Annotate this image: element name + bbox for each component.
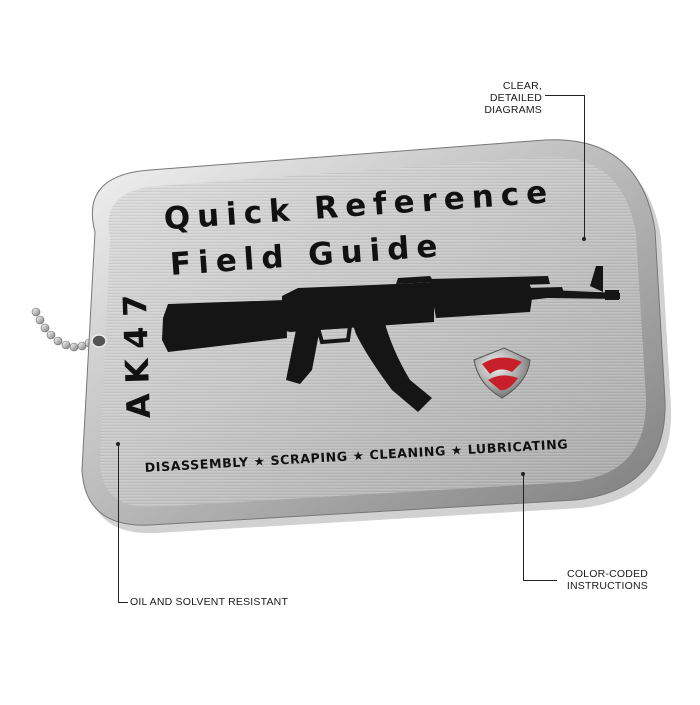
- callout-resistant-text: OIL AND SOLVENT RESISTANT: [130, 596, 289, 608]
- callout-resistant-leader-h: [118, 602, 128, 603]
- callout-resistant-dot: [116, 442, 120, 446]
- callout-color-coded-leader-h: [523, 580, 557, 581]
- callout-diagrams-leader-v: [584, 95, 585, 239]
- callout-color-coded-leader-v: [523, 474, 524, 580]
- callout-diagrams-dot: [582, 237, 586, 241]
- callout-diagrams: CLEAR, DETAILED DIAGRAMS: [452, 80, 542, 116]
- callout-resistant: OIL AND SOLVENT RESISTANT: [130, 596, 330, 608]
- brand-logo: [473, 347, 531, 399]
- ball-chain: [31, 307, 100, 352]
- chain-hole: [91, 334, 107, 348]
- callout-diagrams-line1: CLEAR, DETAILED: [489, 80, 542, 104]
- callout-color-coded-line1: COLOR-CODED: [567, 568, 648, 580]
- callout-color-coded-dot: [521, 472, 525, 476]
- callout-diagrams-leader-h: [545, 95, 585, 96]
- tag-model-label: AK47: [115, 284, 158, 419]
- callout-color-coded-line2: INSTRUCTIONS: [566, 580, 648, 592]
- rifle-silhouette: [162, 266, 620, 412]
- callout-diagrams-line2: DIAGRAMS: [484, 104, 542, 116]
- callout-resistant-leader-v: [118, 444, 119, 602]
- callout-color-coded: COLOR-CODED INSTRUCTIONS: [558, 568, 648, 592]
